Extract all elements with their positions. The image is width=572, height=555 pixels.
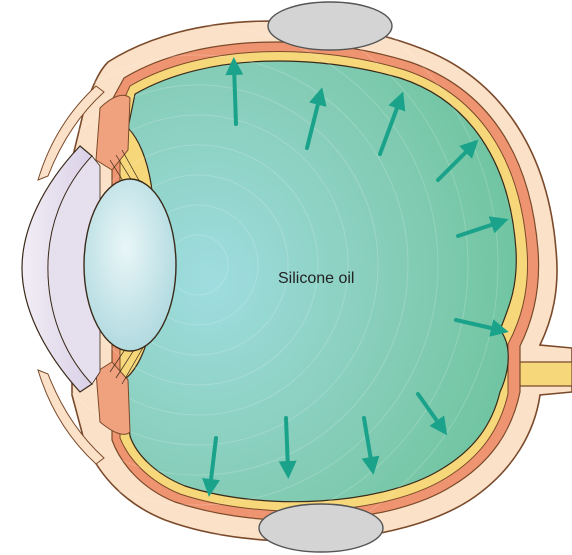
pressure-arrow-9: [286, 418, 288, 470]
upper-muscle: [268, 2, 392, 50]
lens: [84, 179, 176, 351]
pressure-arrow-1: [234, 66, 236, 124]
silicone-oil-label: Silicone oil: [278, 270, 354, 288]
lower-muscle: [259, 504, 383, 552]
